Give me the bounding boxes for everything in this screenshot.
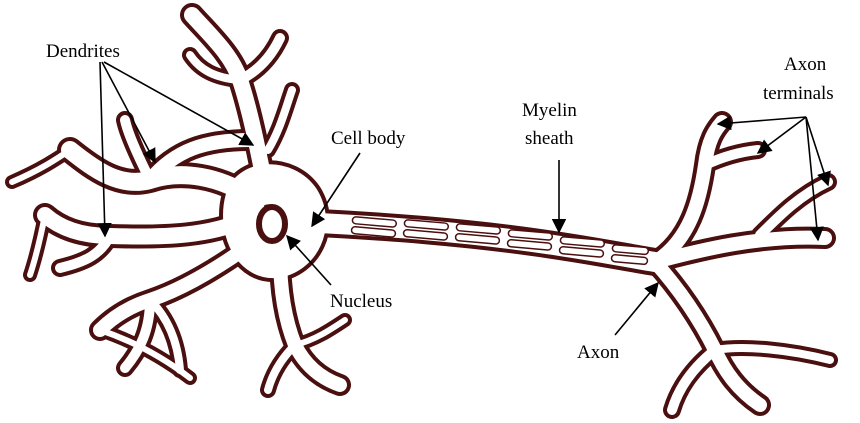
dendrites-label: Dendrites — [46, 41, 120, 62]
nucleus-label: Nucleus — [330, 291, 392, 312]
axon-terminals-label-line1: Axon — [784, 54, 827, 75]
cytoplasm-branch — [12, 150, 70, 182]
axon-terminals-label-line2: terminals — [763, 83, 834, 104]
myelin-label-line1: Myelin — [522, 100, 577, 121]
myelin-label-line2: sheath — [525, 128, 574, 149]
nucleus-shape — [259, 207, 285, 241]
cytoplasm-branch — [100, 245, 250, 330]
cytoplasm-branch — [655, 262, 760, 405]
cell-body-label: Cell body — [331, 128, 406, 149]
neuron-cell — [12, 15, 830, 410]
cytoplasm-fill — [12, 15, 830, 410]
axon-pointer — [615, 283, 658, 335]
axon-label: Axon — [577, 342, 620, 363]
